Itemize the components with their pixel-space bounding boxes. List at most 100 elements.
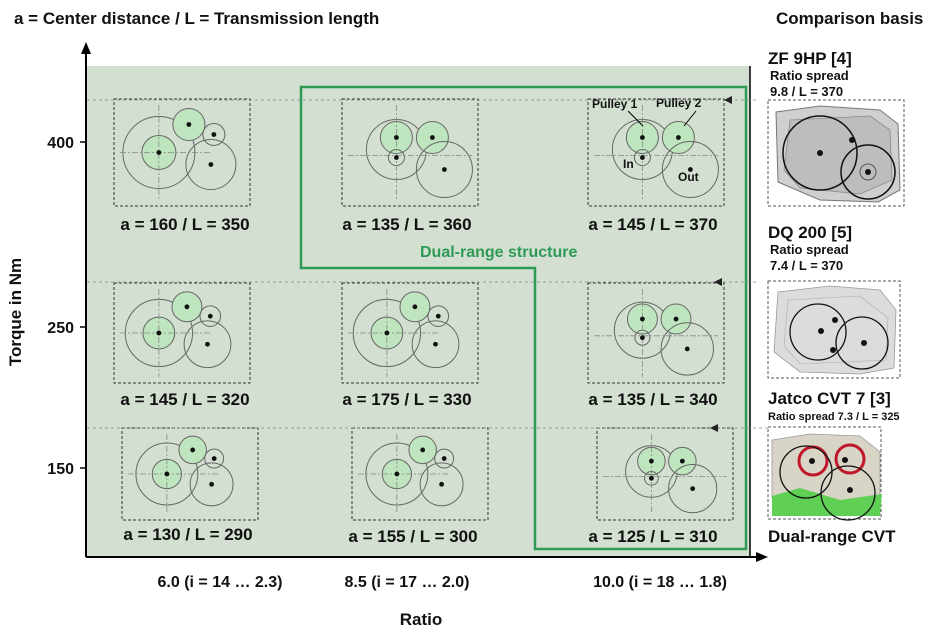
shaft-dot	[420, 447, 426, 453]
cell-label: a = 160 / L = 350	[120, 215, 249, 234]
y-axis-title: Torque in Nm	[6, 258, 25, 366]
y-tick-label: 150	[47, 461, 74, 478]
shaft-dot	[640, 316, 645, 322]
output-gear	[415, 141, 473, 199]
shaft-dot	[684, 346, 690, 352]
gear	[434, 448, 455, 469]
reference-title: Jatco CVT 7 [3]	[768, 389, 891, 408]
reference-title: ZF 9HP [4]	[768, 49, 852, 68]
pulley-layout-sketch	[587, 282, 725, 384]
cell-dashed-frame	[113, 282, 251, 384]
shaft-dot	[384, 330, 390, 336]
shaft-dot	[430, 135, 435, 140]
shaft-dot	[184, 304, 190, 310]
shaft-dot	[412, 304, 418, 310]
comparison-basis-title: Comparison basis	[776, 9, 923, 28]
shaft-dot	[439, 481, 444, 487]
pulley-layout-sketch	[351, 427, 489, 521]
pulley-layout-sketch	[596, 427, 734, 521]
pulley-1-label: Pulley 1	[592, 97, 638, 111]
shaft-dot	[156, 330, 162, 336]
shaft-dot	[649, 458, 654, 464]
cell-dashed-frame	[341, 282, 479, 384]
pulley-layout-sketch	[341, 98, 479, 207]
cell-label: a = 145 / L = 320	[120, 390, 249, 409]
shaft-dot	[394, 471, 400, 477]
gear	[204, 448, 225, 469]
shaft-dot	[186, 122, 192, 127]
shaft-dot	[640, 155, 645, 160]
cell-dashed-frame	[113, 98, 251, 207]
output-gear	[183, 320, 232, 369]
shaft-dot	[208, 162, 214, 167]
x-tick-label: 8.5 (i = 17 … 2.0)	[345, 574, 470, 591]
shaft-dot	[156, 150, 162, 155]
x-tick-label: 6.0 (i = 14 … 2.3)	[158, 574, 283, 591]
shaft-dot	[676, 135, 681, 140]
shaft-dot	[673, 316, 679, 322]
cell-label: a = 135 / L = 340	[588, 390, 717, 409]
shaft-dot	[394, 155, 399, 160]
cell-label: a = 145 / L = 370	[588, 215, 717, 234]
output-gear	[411, 320, 460, 369]
jatco-cvt-image	[771, 433, 882, 521]
shaft-dot	[688, 167, 693, 172]
pulley-layout-sketch	[341, 282, 479, 384]
pulley-2-leader	[683, 110, 697, 127]
output-gear	[419, 462, 464, 507]
dual-range-frame	[299, 85, 748, 551]
input-shaft-label: In	[623, 157, 634, 171]
cell-dashed-frame	[587, 98, 725, 207]
cell-label: a = 130 / L = 290	[123, 525, 252, 544]
cell-dashed-frame	[341, 98, 479, 207]
reference-subtitle: Ratio spread 7.3 / L = 325	[768, 411, 900, 423]
shaft-dot	[209, 481, 214, 487]
pulley-2-label: Pulley 2	[656, 96, 702, 110]
shaft-dot	[211, 132, 217, 137]
y-tick-label: 400	[47, 135, 74, 152]
shaft-dot	[441, 456, 447, 461]
pulley-layout-sketch	[587, 98, 725, 207]
cell-label: a = 175 / L = 330	[342, 390, 471, 409]
y-axis-arrow-icon	[81, 42, 91, 54]
x-axis-title: Ratio	[400, 610, 443, 629]
gear	[199, 305, 222, 327]
x-axis-arrow-icon	[756, 552, 768, 562]
output-gear	[185, 139, 237, 190]
output-gear	[189, 462, 234, 507]
output-gear	[661, 141, 719, 199]
reference-title: Dual-range CVT	[768, 527, 896, 546]
shaft-dot	[649, 475, 654, 481]
shaft-dot	[442, 167, 447, 172]
cell-label: a = 135 / L = 360	[342, 215, 471, 234]
shaft-dot	[435, 313, 441, 319]
shaft-dot	[164, 471, 170, 477]
shaft-dot	[433, 341, 438, 347]
reference-subtitle: Ratio spread	[770, 68, 849, 83]
gear	[202, 123, 226, 146]
pulley-1-leader	[627, 110, 644, 127]
cell-label: a = 155 / L = 300	[348, 527, 477, 546]
shaft-dot	[690, 486, 696, 492]
output-shaft-label: Out	[678, 170, 699, 184]
gear	[427, 305, 450, 327]
x-tick-label: 10.0 (i = 18 … 1.8)	[593, 574, 727, 591]
reference-arrow-icon	[714, 278, 722, 286]
header-title: a = Center distance / L = Transmission l…	[14, 9, 379, 28]
reference-subtitle: 7.4 / L = 370	[770, 258, 843, 273]
shaft-dot	[679, 458, 685, 464]
cell-dashed-frame	[587, 282, 725, 384]
dual-range-label: Dual-range structure	[420, 244, 577, 261]
output-gear	[668, 464, 718, 514]
y-tick-label: 250	[47, 320, 74, 337]
shaft-dot	[211, 456, 217, 461]
cell-label: a = 125 / L = 310	[588, 527, 717, 546]
cells-layer	[113, 98, 734, 521]
shaft-dot	[394, 135, 399, 140]
shaft-dot	[190, 447, 196, 453]
zf9hp-transmission-image	[775, 105, 901, 203]
pulley-layout-sketch	[113, 282, 251, 384]
reference-subtitle: 9.8 / L = 370	[770, 84, 843, 99]
shaft-dot	[640, 135, 645, 140]
